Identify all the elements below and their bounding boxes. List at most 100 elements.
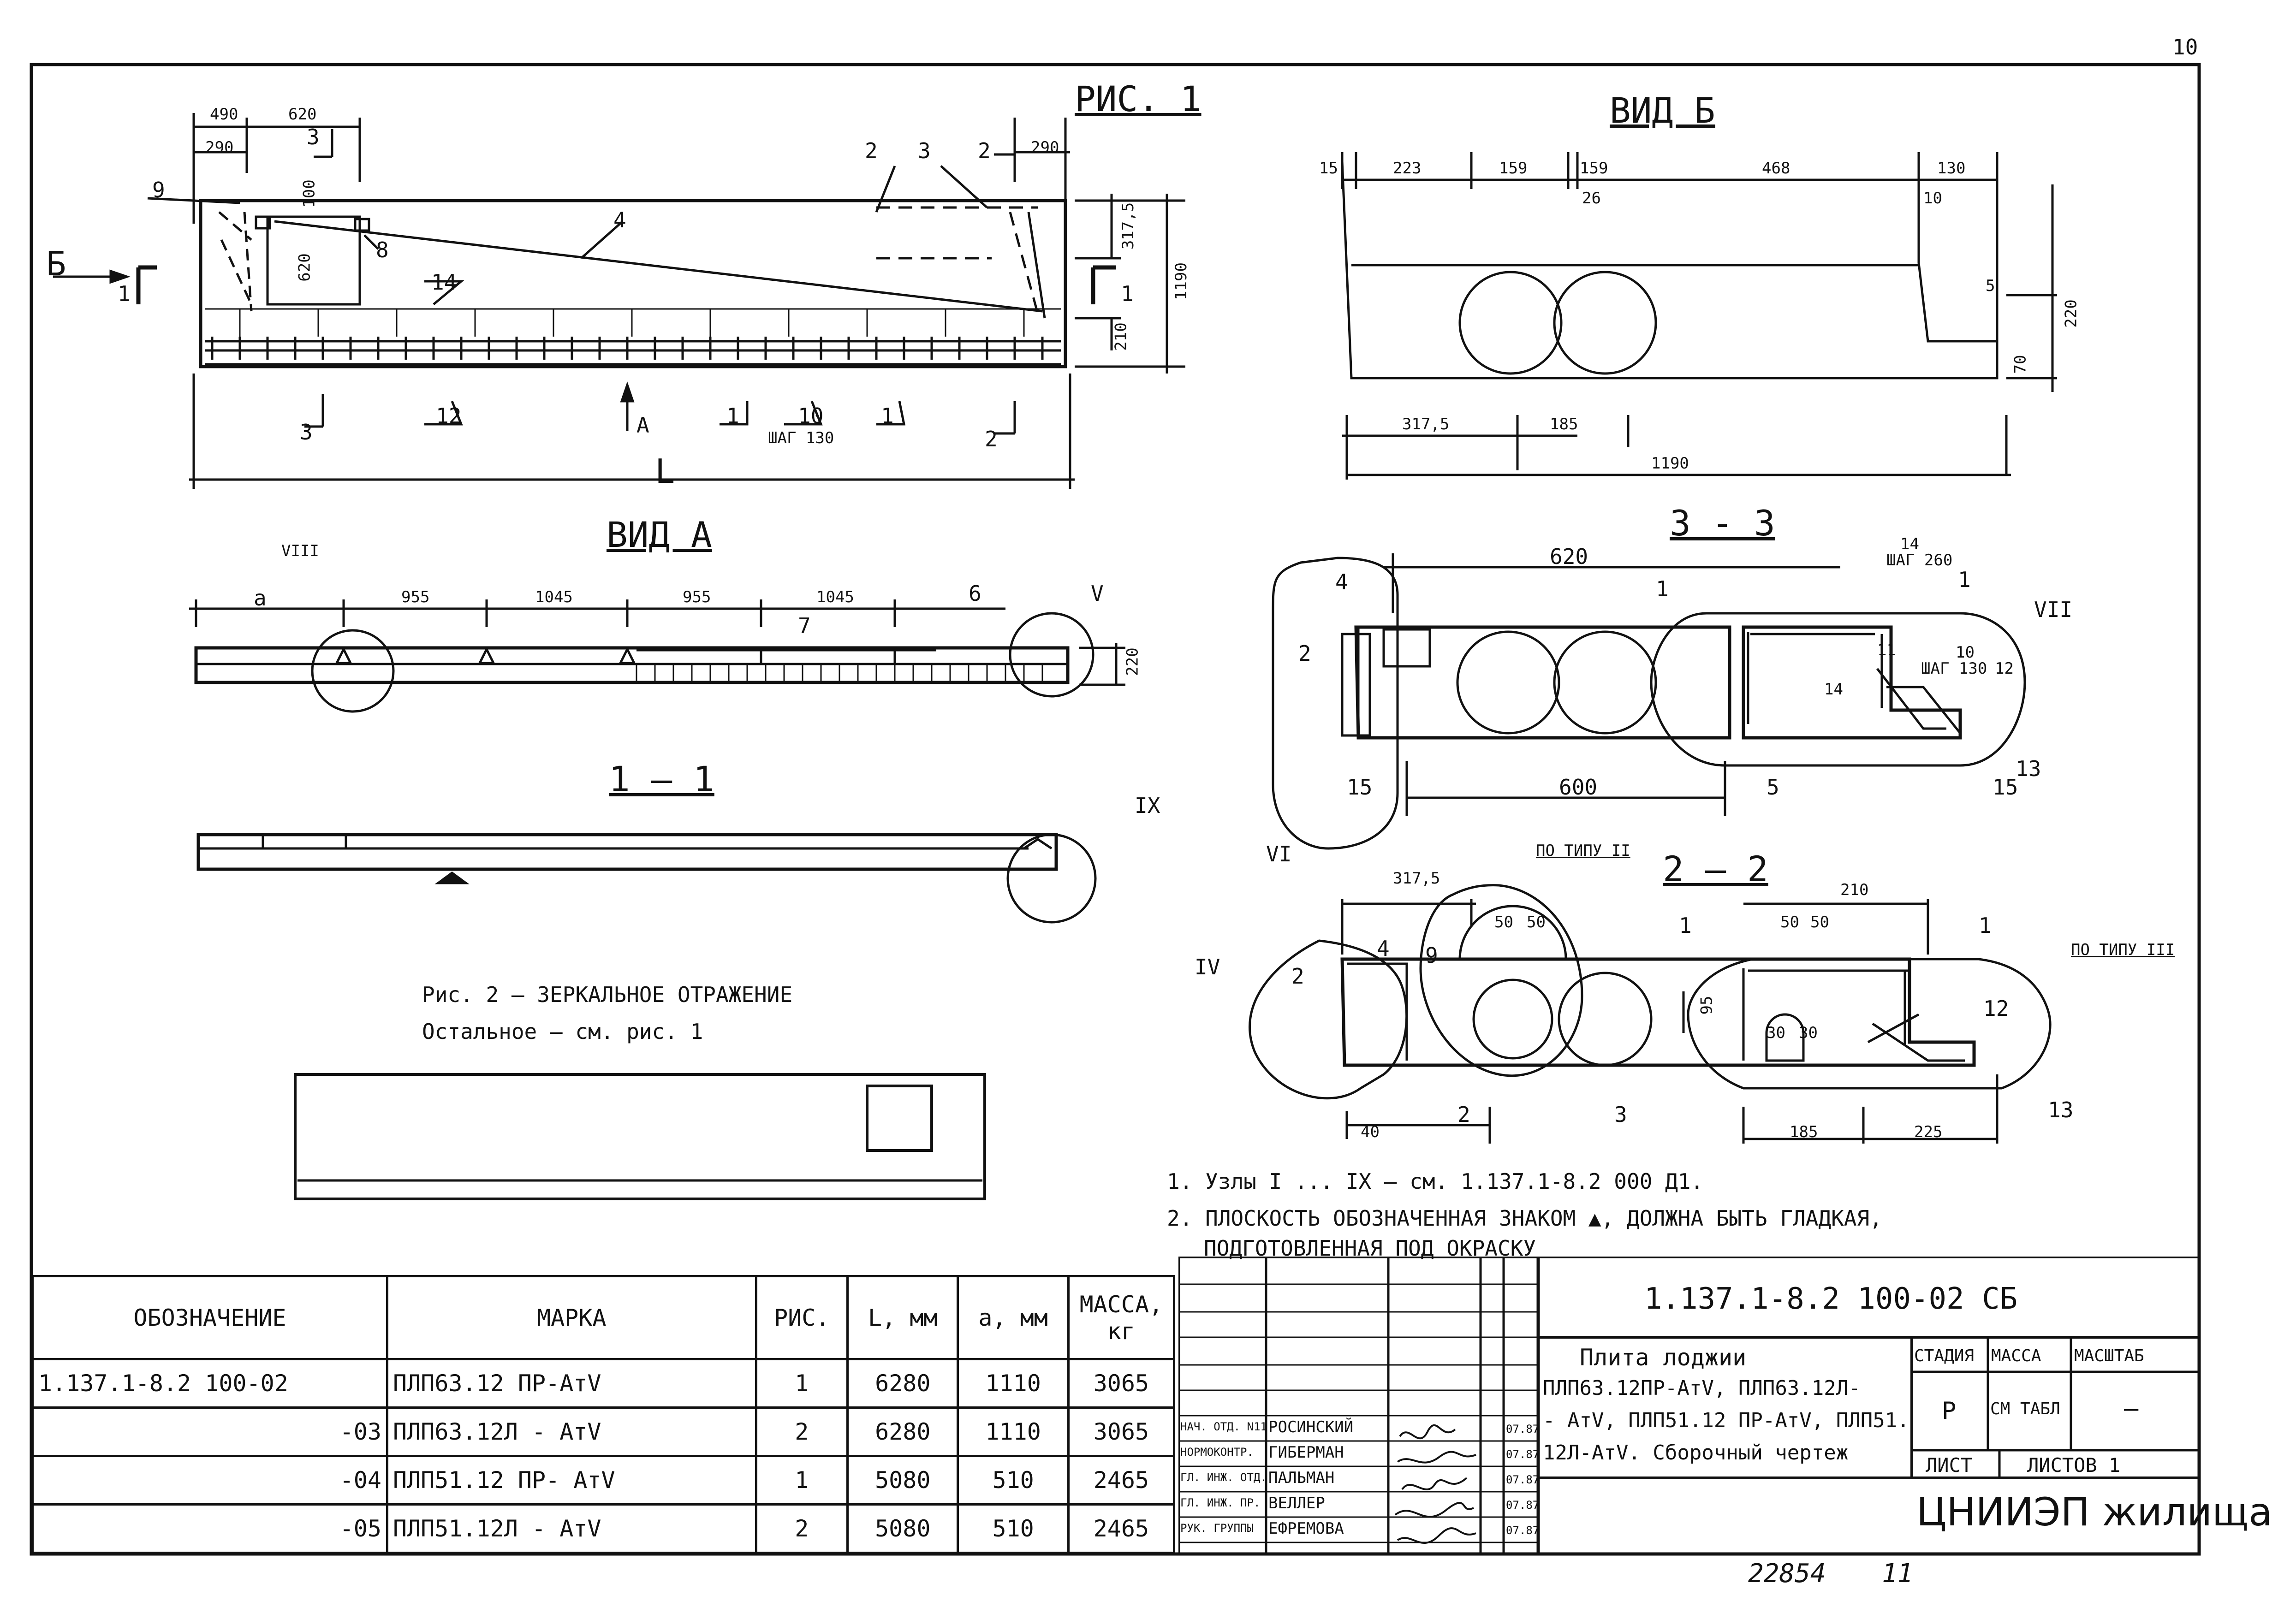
view-a: [189, 599, 1125, 713]
sec33-callout-14b: 14: [1824, 680, 1843, 699]
sec33-callout-10: 10: [1956, 643, 1975, 662]
callout-10: 10: [798, 403, 824, 428]
va-dim-955a: 955: [401, 588, 430, 606]
stamp-name-4: 12Л-АтV. Сборочный чертеж: [1543, 1441, 1849, 1465]
stamp-code: 1.137.1-8.2 100-02 СБ: [1644, 1282, 2018, 1316]
person-date: 07.87: [1506, 1473, 1540, 1486]
cell-mass: 3065: [1067, 1358, 1176, 1409]
sec33-callout-4: 4: [1335, 569, 1348, 594]
sec22-dim-50d: 50: [1810, 913, 1829, 931]
stamp-stage-header: СТАДИЯ: [1914, 1346, 1975, 1365]
cell-a: 1110: [957, 1406, 1070, 1457]
sec22-dim-40: 40: [1361, 1123, 1380, 1141]
person-role: РУК. ГРУППЫ: [1180, 1522, 1254, 1535]
callout-3-top: 3: [307, 125, 320, 149]
cell-length: 5080: [846, 1503, 959, 1554]
callout-9: 9: [152, 178, 165, 202]
cell-mark: ПЛП51.12Л - АтV: [386, 1503, 757, 1554]
callout-3-b: 3: [918, 138, 931, 163]
callout-14: 14: [431, 270, 457, 295]
callout-1-right: 1: [1121, 281, 1134, 306]
callout-12: 12: [436, 403, 462, 428]
title-block: 1.137.1-8.2 100-02 СБ Плита лоджии ПЛП63…: [1178, 1257, 2272, 1554]
callout-1-left: 1: [118, 281, 131, 306]
sec22-callout-1b: 1: [1979, 913, 1992, 938]
cell-a: 510: [957, 1455, 1070, 1506]
dim-1190: 1190: [1172, 262, 1190, 300]
sec22-dim-50b: 50: [1527, 913, 1546, 931]
view-b: [1341, 152, 2057, 480]
cell-a: 510: [957, 1503, 1070, 1554]
person-name: ЕФРЕМОВА: [1268, 1519, 1344, 1538]
sec33-callout-13: 13: [2016, 756, 2041, 781]
cell-mark: ПЛП51.12 ПР- АтV: [386, 1455, 757, 1506]
sec33-callout-15b: 15: [1993, 775, 2018, 800]
fig2-line1: Рис. 2 — ЗЕРКАЛЬНОЕ ОТРАЖЕНИЕ: [422, 982, 793, 1007]
vb-dim-185: 185: [1550, 415, 1578, 433]
va-dim-1045a: 1045: [535, 588, 573, 606]
person-date: 07.87: [1506, 1423, 1540, 1435]
cell-a: 1110: [957, 1358, 1070, 1409]
inventory-number: 22854: [1748, 1559, 1826, 1589]
stamp-scale: —: [2124, 1395, 2139, 1423]
sec22-callout-2b: 2: [1457, 1102, 1470, 1127]
callout-3-bottom: 3: [300, 420, 313, 445]
vb-dim-159a: 159: [1499, 159, 1528, 178]
vb-dim-3175: 317,5: [1402, 415, 1450, 433]
callout-8: 8: [376, 237, 389, 262]
sec22-dim-210: 210: [1840, 881, 1869, 899]
stamp-name-1: Плита лоджии: [1580, 1344, 1747, 1371]
vb-dim-223: 223: [1393, 159, 1422, 178]
sec33-step-130: ШАГ 130: [1921, 659, 1987, 678]
sec11-callout-ix: IX: [1135, 793, 1160, 818]
fig1-title: РИС. 1: [1075, 78, 1202, 119]
stamp-name-2: ПЛП63.12ПР-АтV, ПЛП63.12Л-: [1543, 1376, 1861, 1400]
section-3-3: [1272, 553, 2026, 850]
cell-fig: 1: [755, 1358, 849, 1409]
person-role: ГЛ. ИНЖ. ПР.: [1180, 1496, 1261, 1509]
sec33-callout-15: 15: [1347, 775, 1373, 800]
step-130: ШАГ 130: [768, 429, 834, 447]
sec22-dim-95: 95: [1697, 996, 1716, 1015]
spec-table: ОБОЗНАЧЕНИЕ МАРКА РИС. L, мм a, мм МАССА…: [31, 1275, 1176, 1554]
dim-L: L: [655, 452, 675, 491]
fig2-box: [294, 1073, 986, 1200]
sec22-callout-4: 4: [1377, 936, 1390, 961]
va-dim-a: a: [254, 586, 267, 611]
sec22-dim-3175: 317,5: [1393, 869, 1440, 888]
th-mass: МАССА, кг: [1067, 1275, 1176, 1360]
callout-2-b: 2: [978, 138, 991, 163]
sec33-callout-2: 2: [1298, 641, 1311, 666]
vb-dim-220: 220: [2062, 299, 2081, 328]
arrow-b-label: Б: [46, 244, 66, 283]
cell-designation: -04: [31, 1455, 388, 1506]
section-2-2: [1249, 884, 2052, 1144]
cell-fig: 1: [755, 1455, 849, 1506]
sec33-dim-600: 600: [1559, 775, 1598, 800]
cell-designation: -03: [31, 1406, 388, 1457]
person-date: 07.87: [1506, 1524, 1540, 1537]
stamp-scale-header: МАСШТАБ: [2074, 1346, 2144, 1365]
title-block-grid: [1178, 1257, 2199, 1554]
table-row: -04 ПЛП51.12 ПР- АтV 1 5080 510 2465: [31, 1455, 1176, 1506]
dim-620-box: 620: [295, 253, 314, 282]
sec33-callout-5: 5: [1767, 775, 1779, 800]
stamp-mass-header: МАССА: [1991, 1346, 2041, 1365]
person-role: НОРМОКОНТР.: [1180, 1446, 1254, 1459]
person-date: 07.87: [1506, 1499, 1540, 1512]
th-a: a, мм: [957, 1275, 1070, 1360]
person-name: ВЕЛЛЕР: [1268, 1494, 1325, 1512]
spec-table-header: ОБОЗНАЧЕНИЕ МАРКА РИС. L, мм a, мм МАССА…: [31, 1275, 1176, 1360]
person-role: НАЧ. ОТД. N11: [1180, 1420, 1267, 1433]
sec22-po-tipu-iii: ПО ТИПУ III: [2071, 941, 2175, 959]
stamp-org: ЦНИИЭП жилища: [1916, 1489, 2272, 1535]
cell-designation: -05: [31, 1503, 388, 1554]
vb-dim-70: 70: [2011, 355, 2030, 374]
person-role: ГЛ. ИНЖ. ОТД.: [1180, 1471, 1267, 1484]
cell-mass: 3065: [1067, 1406, 1176, 1457]
th-length: L, мм: [846, 1275, 959, 1360]
vb-dim-130: 130: [1937, 159, 1966, 178]
va-callout-v: V: [1091, 581, 1104, 606]
sec33-callout-14: 14: [1900, 535, 1919, 553]
cell-mass: 2465: [1067, 1455, 1176, 1506]
